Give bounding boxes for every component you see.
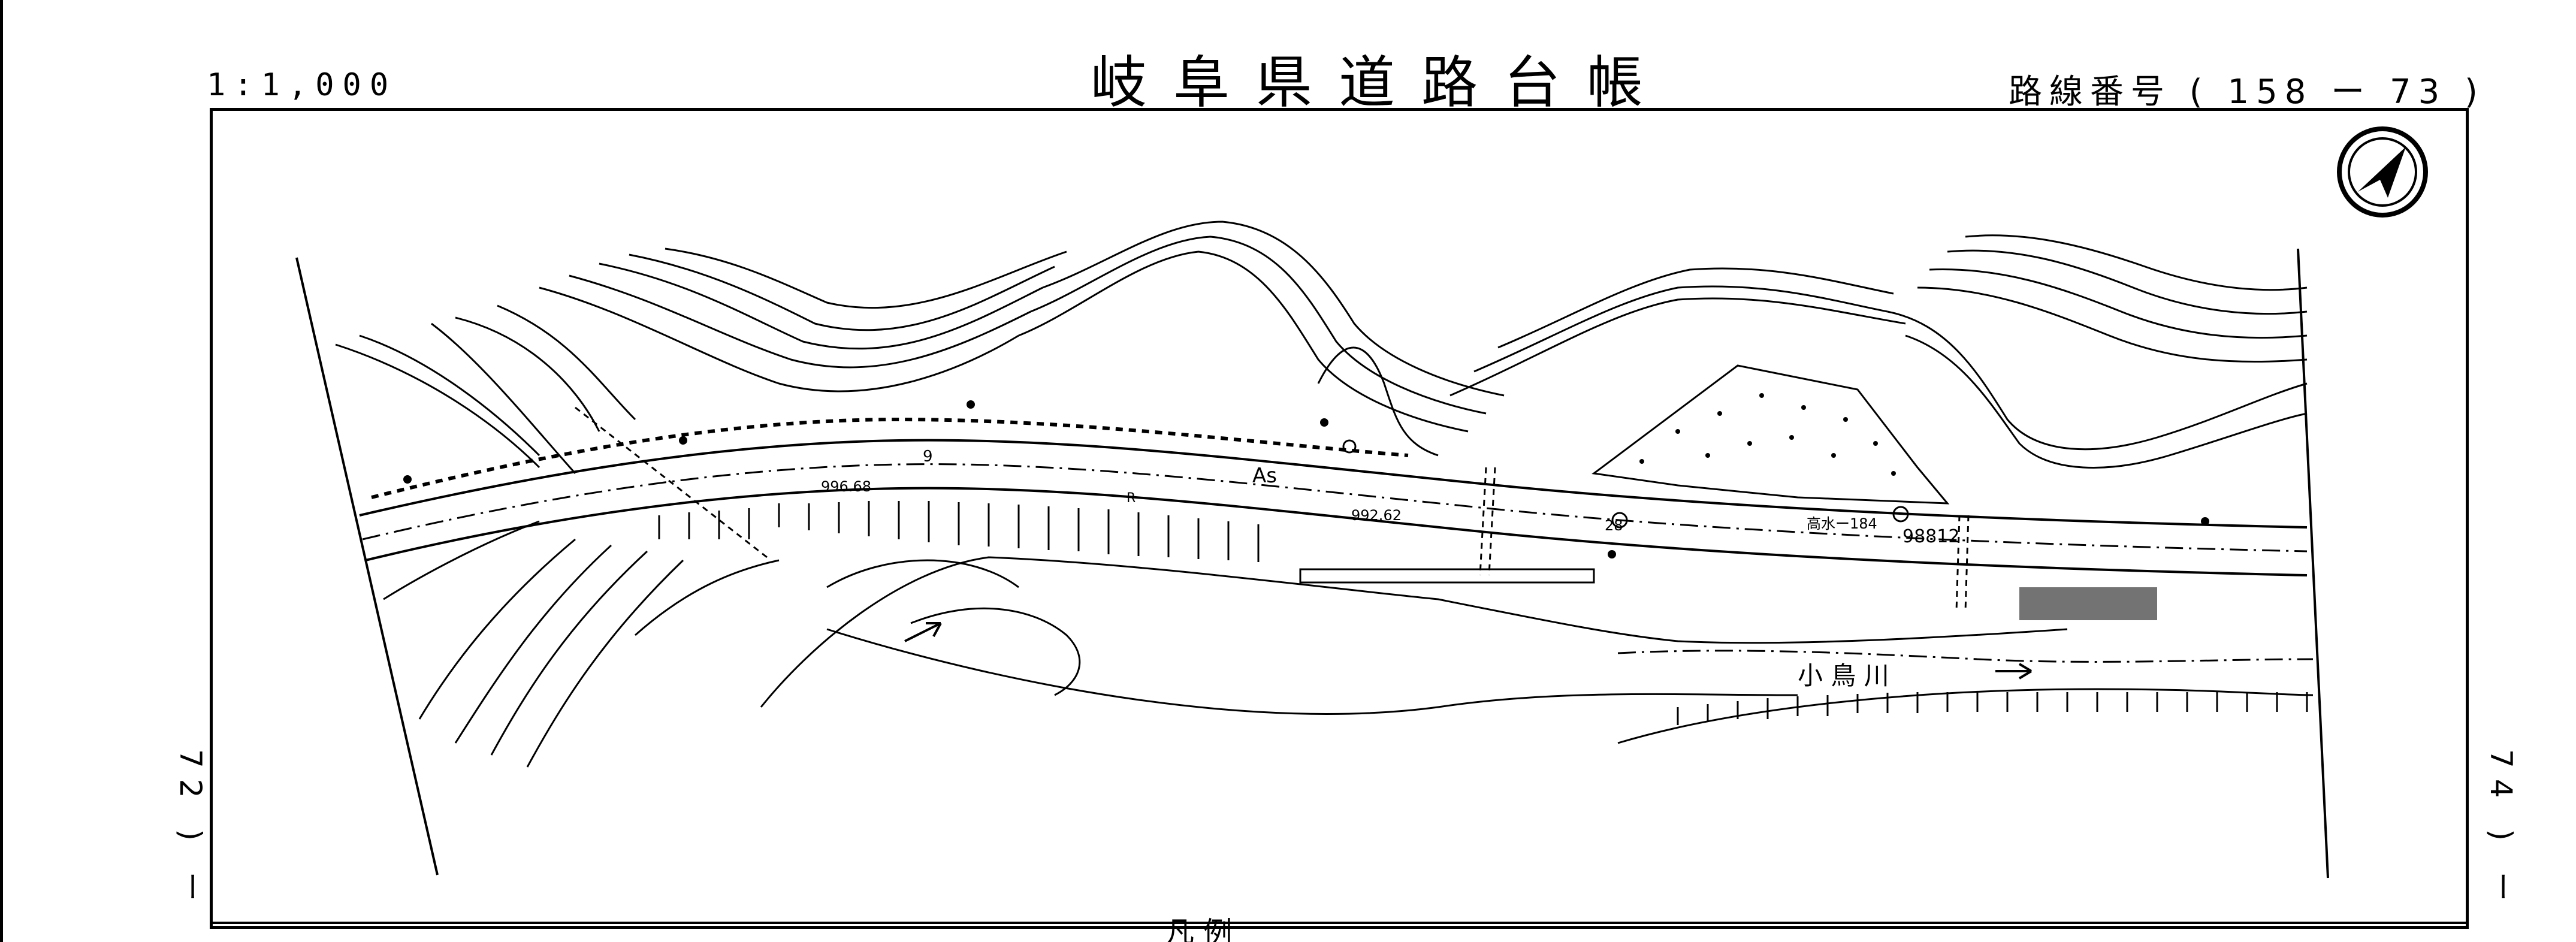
elevation-mid-label: 992.62 — [1351, 507, 1402, 524]
symbol-9-label: 9 — [923, 448, 933, 466]
symbol-r-label: R — [1127, 491, 1136, 506]
map-symbols — [403, 400, 2209, 558]
contour-lines-lower — [383, 520, 1081, 768]
map-scale: 1:1,000 — [207, 67, 397, 103]
river-flow-arrows — [904, 622, 2033, 680]
revetment-block — [2019, 587, 2157, 620]
map-frame — [210, 108, 2469, 929]
page-title: 岐阜県道路台帳 — [1091, 50, 1670, 116]
contour-lines — [335, 221, 2308, 474]
river-name-label: 小 鳥 川 — [1798, 661, 1889, 690]
adjacent-sheet-left: 72 ) ー — [173, 749, 208, 913]
pavement-label: As — [1252, 464, 1277, 488]
legend-heading: 凡 例 — [1165, 916, 1232, 942]
road-centerline — [362, 463, 2308, 552]
upper-slope-edge — [371, 417, 1409, 499]
route-number: 路線番号 ( 158 ー 73 ) — [2009, 73, 2485, 111]
page-left-border — [0, 0, 3, 942]
elevation-right-label: 98812 — [1902, 526, 1959, 547]
embankment-pattern — [1639, 393, 1896, 476]
marker-28-label: 28 — [1605, 517, 1623, 534]
survey-markers — [1342, 439, 1909, 529]
left-boundary-line — [295, 257, 439, 875]
embankment-area — [1591, 364, 1950, 505]
elevation-left-label: 996.68 — [821, 478, 871, 495]
river-banks — [760, 556, 2314, 744]
road-edges — [359, 439, 2308, 576]
retaining-wall — [1299, 568, 1595, 584]
water-pipe-label: 高水ー184 — [1807, 515, 1877, 532]
culvert-lines — [575, 406, 1970, 612]
adjacent-sheet-right: 74 ) ー — [2484, 749, 2518, 913]
north-arrow-icon — [2337, 126, 2428, 218]
right-boundary-line — [2297, 248, 2329, 878]
